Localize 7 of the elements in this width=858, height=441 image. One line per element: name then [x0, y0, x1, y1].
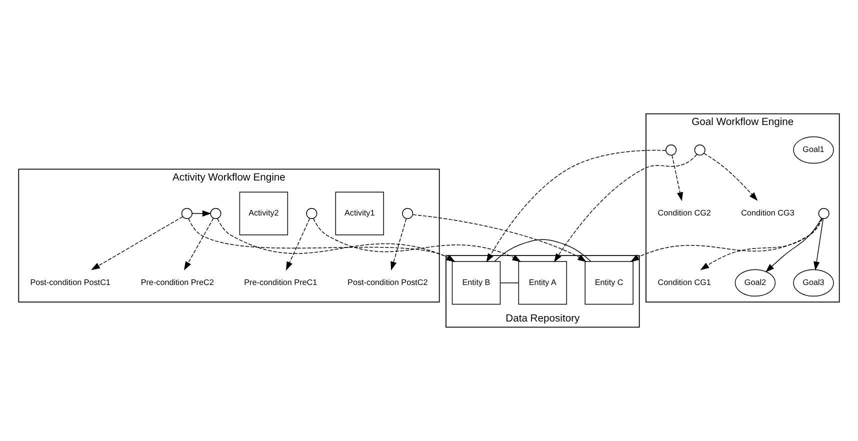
node-text: Post-condition PostC2 [348, 278, 428, 287]
node-text: Pre-condition PreC1 [244, 278, 318, 287]
node-text: Pre-condition PreC2 [140, 278, 214, 287]
node-text: Condition CG3 [741, 208, 794, 218]
node-text: Condition CG2 [658, 208, 711, 218]
node-text: Post-condition PostC1 [30, 278, 110, 287]
node-text: Condition CG1 [658, 278, 711, 287]
